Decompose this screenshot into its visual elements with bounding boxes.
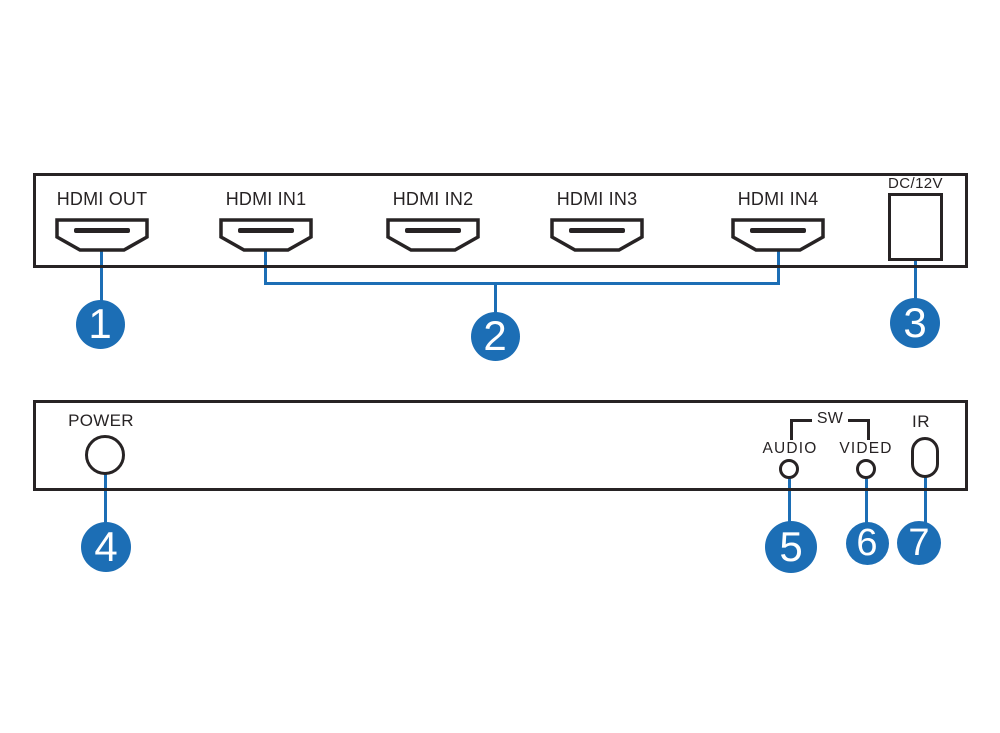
port-group-hdmi-in2: HDMI IN2 (386, 189, 480, 252)
callout-line-5 (788, 476, 791, 523)
hdmi-port-icon (550, 218, 644, 252)
port-group-hdmi-out: HDMI OUT (55, 189, 149, 252)
callout-4: 4 (81, 522, 131, 572)
hdmi-port-icon (731, 218, 825, 252)
sw-bracket-left-vertical (790, 418, 793, 440)
audio-label: AUDIO (762, 440, 818, 457)
dc-power-jack-icon (888, 193, 943, 261)
hdmi-out-label: HDMI OUT (56, 189, 148, 209)
sw-label: SW (816, 410, 844, 427)
audio-led-icon (779, 459, 799, 479)
sw-bracket-right-vertical (867, 418, 870, 440)
hdmi-in4-label: HDMI IN4 (737, 189, 819, 209)
hdmi-port-icon (386, 218, 480, 252)
callout-5: 5 (765, 521, 817, 573)
sw-bracket-left-horizontal (790, 418, 812, 422)
rear-panel: HDMI OUT HDMI IN1 HDMI IN2 HDMI IN3 (33, 173, 968, 268)
callout-line-2-center-stub (493, 284, 497, 314)
callout-line-1 (99, 250, 103, 302)
power-button-icon (85, 435, 125, 475)
hdmi-port-icon (55, 218, 149, 252)
video-led-icon (856, 459, 876, 479)
callout-2: 2 (470, 311, 520, 361)
hdmi-in3-label: HDMI IN3 (556, 189, 638, 209)
callout-6: 6 (845, 521, 889, 565)
dc-12v-label: DC/12V (888, 175, 943, 192)
power-label: POWER (68, 411, 134, 430)
ir-label: IR (912, 412, 930, 431)
front-panel: POWER SW AUDIO VIDED IR (33, 400, 968, 491)
hdmi-port-icon (219, 218, 313, 252)
video-label: VIDED (839, 440, 893, 457)
callout-1: 1 (75, 299, 125, 349)
hdmi-in1-label: HDMI IN1 (225, 189, 307, 209)
callout-7: 7 (897, 521, 941, 565)
port-group-hdmi-in3: HDMI IN3 (550, 189, 644, 252)
callout-3: 3 (890, 298, 940, 348)
sw-bracket-right-horizontal (848, 418, 870, 422)
port-group-hdmi-in1: HDMI IN1 (219, 189, 313, 252)
callout-line-6 (864, 476, 868, 523)
callout-line-2-bracket (263, 282, 780, 285)
callout-line-3 (913, 256, 917, 300)
port-group-hdmi-in4: HDMI IN4 (731, 189, 825, 252)
ir-window-icon (911, 437, 939, 478)
hdmi-in2-label: HDMI IN2 (392, 189, 474, 209)
callout-line-7 (924, 475, 927, 523)
dc-power-group: DC/12V (888, 176, 943, 261)
callout-line-4 (103, 471, 107, 523)
